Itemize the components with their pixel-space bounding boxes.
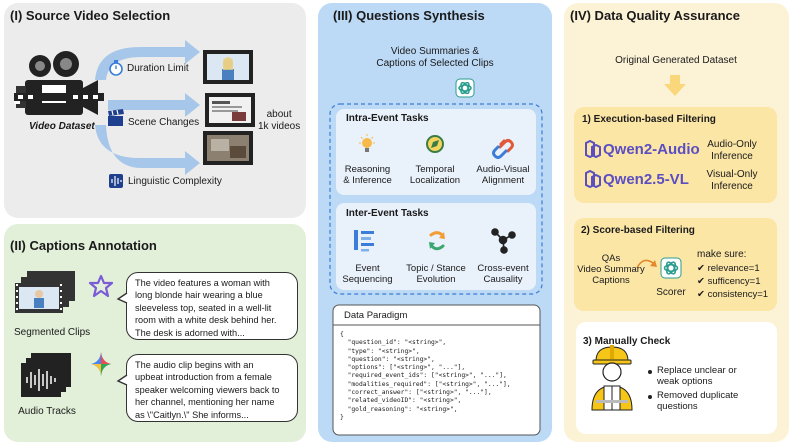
segmented-clips-label: Segmented Clips bbox=[14, 327, 91, 338]
qwen-audio-label: Qwen2-Audio bbox=[603, 141, 700, 158]
segmented-clips-icon bbox=[15, 271, 75, 313]
scorer-openai-icon bbox=[660, 257, 682, 279]
worker-icon bbox=[591, 345, 633, 411]
scorer-label: Scorer bbox=[656, 287, 686, 298]
exec-filtering-title: 1) Execution-based Filtering bbox=[582, 114, 716, 125]
film-strip-icon bbox=[14, 93, 104, 101]
manual-item-replace: Replace unclear or weak options bbox=[657, 365, 737, 387]
manual-check-title: 3) Manually Check bbox=[583, 336, 671, 347]
selection-arrows bbox=[95, 40, 200, 175]
manual-item-remove: Removed duplicate questions bbox=[657, 390, 739, 412]
qwen-vl-logo-icon bbox=[585, 169, 601, 189]
intra-event-title: Intra-Event Tasks bbox=[346, 113, 429, 124]
inputs-label: Video Summaries & Captions of Selected C… bbox=[376, 46, 494, 69]
task-event-sequencing: Event Sequencing bbox=[342, 263, 393, 285]
visual-only-label: Visual-Only Inference bbox=[706, 169, 758, 192]
clapperboard-icon bbox=[108, 109, 124, 126]
check-consistency: ✔ consistency=1 bbox=[697, 289, 769, 300]
video-dataset-label: Video Dataset bbox=[29, 121, 95, 132]
about-1k-videos-label: about 1k videos bbox=[258, 109, 301, 132]
qwen-vl-label: Qwen2.5-VL bbox=[603, 171, 689, 188]
panel-3-graphics bbox=[329, 78, 543, 436]
video-caption-bubble: The video features a woman with long blo… bbox=[126, 272, 298, 340]
original-dataset-label: Original Generated Dataset bbox=[615, 55, 737, 66]
duration-limit-label: Duration Limit bbox=[127, 63, 189, 74]
inter-event-title: Inter-Event Tasks bbox=[346, 208, 429, 219]
lightbulb-icon bbox=[359, 134, 375, 152]
score-filtering-title: 2) Score-based Filtering bbox=[581, 225, 695, 236]
down-arrow-icon bbox=[664, 75, 686, 96]
link-icon bbox=[492, 139, 514, 159]
check-consistency-text: consistency=1 bbox=[707, 289, 769, 300]
audio-caption-bubble: The audio clip begins with an upbeat int… bbox=[126, 354, 298, 422]
thumbnail-3 bbox=[203, 131, 253, 165]
panel-3-title: (III) Questions Synthesis bbox=[333, 8, 485, 23]
linguistic-complexity-label: Linguistic Complexity bbox=[128, 176, 222, 187]
make-sure-label: make sure: bbox=[697, 249, 747, 260]
causality-network-icon bbox=[491, 228, 516, 254]
check-relevance-text: relevance=1 bbox=[707, 263, 760, 274]
stopwatch-icon bbox=[109, 60, 123, 76]
caption-model-icon bbox=[88, 274, 114, 298]
scene-changes-label: Scene Changes bbox=[128, 117, 200, 128]
audio-tracks-icon bbox=[21, 353, 71, 397]
task-temporal-localization: Temporal Localization bbox=[409, 164, 461, 186]
score-inputs-label: QAs Video Summary Captions bbox=[577, 253, 645, 286]
check-sufficency: ✔ sufficency=1 bbox=[697, 276, 761, 287]
data-paradigm-code: { "question_id": "<string>", "type": "<s… bbox=[340, 331, 511, 421]
orange-arrow-icon bbox=[636, 259, 657, 269]
audio-only-label: Audio-Only Inference bbox=[707, 139, 757, 162]
thumbnail-2 bbox=[205, 93, 255, 127]
panel-1-title: (I) Source Video Selection bbox=[10, 8, 171, 23]
task-reasoning-inference: Reasoning & Inference bbox=[343, 164, 392, 186]
panel-2-title: (II) Captions Annotation bbox=[10, 238, 157, 253]
task-cross-event-causality: Cross-event Causality bbox=[477, 263, 529, 285]
panel-4-title: (IV) Data Quality Assurance bbox=[570, 8, 741, 23]
event-sequencing-icon bbox=[354, 230, 374, 252]
bubble-tails bbox=[116, 292, 128, 386]
compass-icon bbox=[426, 135, 444, 153]
check-relevance: ✔ relevance=1 bbox=[697, 263, 760, 274]
gemini-sparkle-icon bbox=[91, 352, 111, 376]
thumbnail-1 bbox=[203, 50, 253, 84]
openai-icon bbox=[455, 78, 475, 98]
task-topic-stance-evolution: Topic / Stance Evolution bbox=[406, 263, 466, 285]
waveform-icon bbox=[109, 174, 123, 188]
panel-2-graphics bbox=[15, 271, 114, 397]
qwen-audio-logo-icon bbox=[585, 139, 601, 159]
data-paradigm-title: Data Paradigm bbox=[344, 310, 408, 321]
check-sufficency-text: sufficency=1 bbox=[707, 276, 761, 287]
audio-tracks-label: Audio Tracks bbox=[18, 406, 76, 417]
panel-1-graphics bbox=[14, 40, 255, 188]
task-audio-visual-alignment: Audio-Visual Alignment bbox=[476, 164, 530, 186]
stance-evolution-icon bbox=[429, 231, 445, 251]
